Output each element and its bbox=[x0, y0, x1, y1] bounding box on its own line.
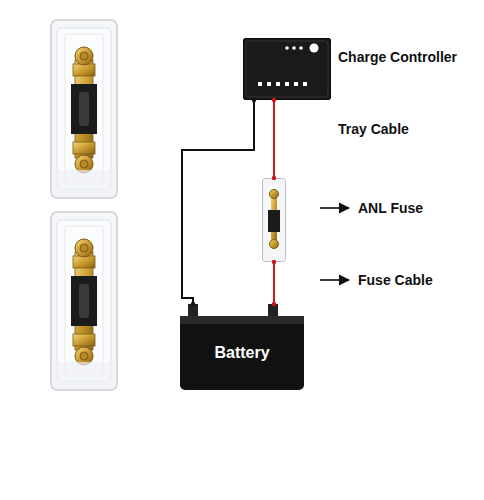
callout-arrow bbox=[320, 207, 349, 209]
wire-connector bbox=[273, 100, 275, 178]
battery-box: Battery bbox=[180, 304, 304, 390]
wire-end bbox=[252, 98, 256, 102]
node-label: ANL Fuse bbox=[358, 200, 423, 216]
wire-end bbox=[272, 302, 276, 306]
node-label: Charge Controller bbox=[338, 49, 457, 65]
fuse-holder-photo bbox=[51, 20, 117, 198]
fuse-box: ANL Fuse bbox=[262, 178, 286, 262]
wire-end bbox=[191, 302, 195, 306]
node-label: Battery bbox=[214, 344, 269, 362]
cable-label: Tray Cable bbox=[338, 121, 409, 137]
controller-shape bbox=[243, 38, 331, 100]
controller-box: Charge Controller bbox=[243, 38, 331, 100]
callout-arrow bbox=[320, 279, 349, 281]
fuse-shape bbox=[262, 178, 286, 262]
wire-end bbox=[272, 98, 276, 102]
fuse-holder-photo bbox=[51, 212, 117, 390]
wire-end bbox=[272, 260, 276, 264]
wire-connector bbox=[273, 262, 275, 304]
wire-end bbox=[272, 176, 276, 180]
wire-connector bbox=[182, 100, 254, 304]
cable-label: Fuse Cable bbox=[358, 272, 433, 288]
